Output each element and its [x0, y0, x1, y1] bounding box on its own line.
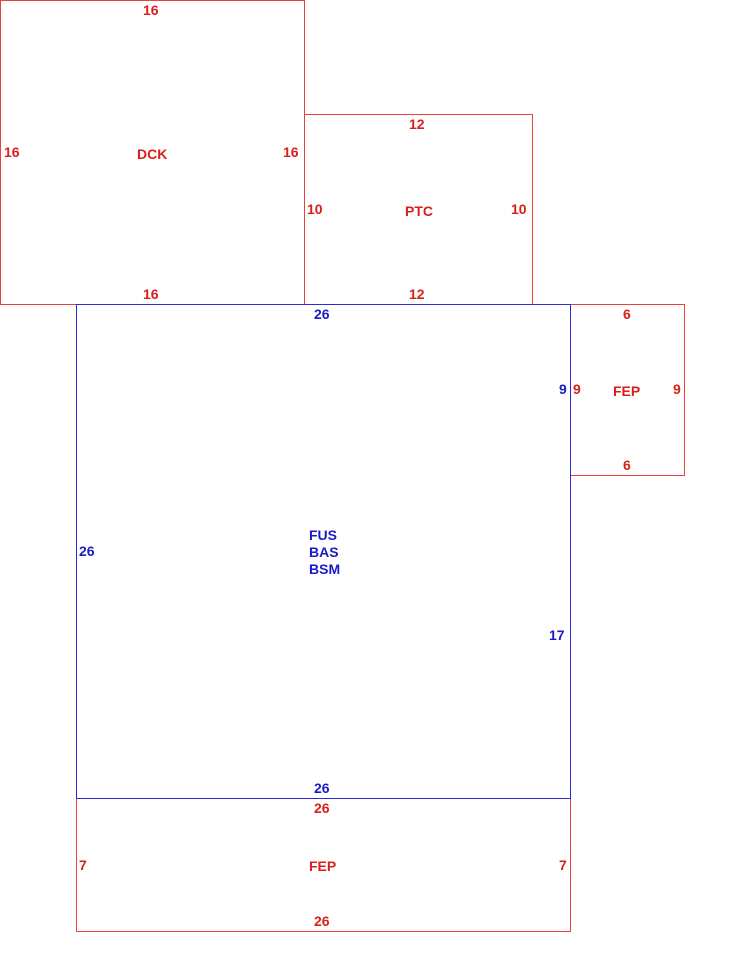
bottom-porch-left-dimension: 7: [79, 857, 87, 873]
right-porch-left-dimension: 9: [573, 381, 581, 397]
right-porch-label: FEP: [613, 383, 641, 399]
patio-label: PTC: [405, 203, 433, 219]
main-label-bas: BAS: [309, 544, 339, 560]
deck-bottom-dimension: 16: [143, 286, 159, 302]
bottom-porch-bottom-dimension: 26: [314, 913, 330, 929]
right-porch-right-dimension: 9: [673, 381, 681, 397]
patio-top-dimension: 12: [409, 116, 425, 132]
main-right-upper-dimension: 9: [559, 381, 567, 397]
main-bottom-dimension: 26: [314, 780, 330, 796]
main-label-bsm: BSM: [309, 561, 341, 577]
main-building-outline: [76, 304, 571, 799]
deck-label: DCK: [137, 146, 168, 162]
right-porch-bottom-dimension: 6: [623, 457, 631, 473]
patio-bottom-dimension: 12: [409, 286, 425, 302]
deck-left-dimension: 16: [4, 144, 20, 160]
deck-right-dimension: 16: [283, 144, 299, 160]
patio-left-dimension: 10: [307, 201, 323, 217]
right-porch-top-dimension: 6: [623, 306, 631, 322]
main-label-fus: FUS: [309, 527, 337, 543]
main-right-lower-dimension: 17: [549, 627, 565, 643]
main-top-dimension: 26: [314, 306, 330, 322]
patio-right-dimension: 10: [511, 201, 527, 217]
bottom-porch-right-dimension: 7: [559, 857, 567, 873]
bottom-porch-top-dimension: 26: [314, 800, 330, 816]
deck-top-dimension: 16: [143, 2, 159, 18]
bottom-porch-label: FEP: [309, 858, 337, 874]
main-left-dimension: 26: [79, 543, 95, 559]
